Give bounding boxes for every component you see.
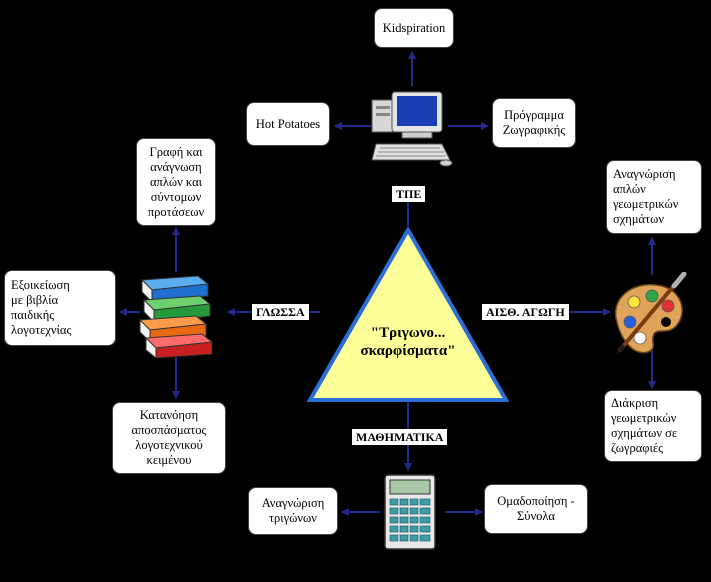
node-katanoisi-line: λογοτεχνικού	[135, 438, 203, 452]
node-exoikeiosi: Εξοικείωση με βιβλία παιδικής λογοτεχνία…	[4, 270, 116, 346]
node-grafi-line: σύντομων	[150, 189, 202, 204]
node-omadopoiisi: Ομαδοποίηση - Σύνολα	[484, 484, 588, 534]
node-anagnorisi-apl-line: απλών	[613, 182, 646, 196]
center-title-line1: "Τριγωνο...	[370, 325, 446, 341]
node-anagnorisi-apl: Αναγνώριση απλών γεωμετρικών σχημάτων	[606, 160, 702, 234]
node-anagnorisi-apl-line: σχημάτων	[613, 212, 664, 226]
node-anagnorisi-apl-line: Αναγνώριση	[613, 167, 676, 181]
node-anagnorisi-tri-line: τριγώνων	[269, 511, 317, 525]
palette-icon	[614, 272, 687, 354]
node-programma-line: Ζωγραφικής	[502, 123, 566, 137]
label-glossa: ΓΛΩΣΣΑ	[252, 304, 309, 320]
node-grafi-line: προτάσεων	[147, 204, 205, 219]
node-exoikeiosi-line: Εξοικείωση	[11, 278, 70, 292]
node-anagnorisi-tri-line: Αναγνώριση	[261, 496, 325, 510]
node-programma-line: Πρόγραμμα	[504, 108, 564, 122]
label-aisth: ΑΙΣΘ. ΑΓΩΓΗ	[482, 304, 569, 320]
center-title: "Τριγωνο... σκαρφίσματα"	[345, 324, 471, 360]
label-math: ΜΑΘΗΜΑΤΙΚΑ	[352, 429, 448, 445]
node-diakrisi-line: ζωγραφιές	[611, 441, 664, 455]
node-kidspiration-text: Kidspiration	[382, 20, 446, 35]
node-exoikeiosi-line: παιδικής	[11, 308, 55, 322]
node-diakrisi: Διάκριση γεωμετρικών σχημάτων σε ζωγραφι…	[604, 390, 702, 462]
node-diakrisi-line: Διάκριση	[611, 396, 659, 410]
node-programma: Πρόγραμμα Ζωγραφικής	[492, 98, 576, 148]
node-anagnorisi-tri: Αναγνώριση τριγώνων	[248, 487, 338, 535]
node-omadopoiisi-line: Ομαδοποίηση -	[497, 494, 575, 508]
node-katanoisi: Κατανόηση αποσπάσματος λογοτεχνικού κειμ…	[112, 402, 226, 474]
node-grafi-line: ανάγνωση	[150, 159, 202, 174]
node-hot-potatoes-text: Hot Potatoes	[255, 116, 321, 131]
node-katanoisi-line: κειμένου	[146, 453, 192, 467]
node-katanoisi-line: Κατανόηση	[139, 408, 199, 422]
center-title-line2: σκαρφίσματα"	[360, 343, 456, 359]
books-icon	[138, 275, 214, 358]
computer-icon	[371, 91, 453, 167]
node-katanoisi-line: αποσπάσματος	[131, 423, 207, 437]
node-grafi-line: απλών και	[149, 174, 203, 189]
label-tpe: ΤΠΕ	[392, 186, 426, 202]
node-diakrisi-line: γεωμετρικών	[611, 411, 677, 425]
calculator-icon	[384, 474, 436, 550]
node-exoikeiosi-line: με βιβλία	[11, 293, 59, 307]
node-exoikeiosi-line: λογοτεχνίας	[11, 323, 72, 337]
node-anagnorisi-apl-line: γεωμετρικών	[613, 197, 679, 211]
central-triangle	[306, 225, 510, 402]
node-grafi: Γραφή και ανάγνωση απλών και σύντομων πρ…	[136, 138, 216, 226]
node-grafi-line: Γραφή και	[149, 144, 203, 159]
node-diakrisi-line: σχημάτων σε	[611, 426, 678, 440]
node-hot-potatoes: Hot Potatoes	[246, 102, 330, 146]
node-omadopoiisi-line: Σύνολα	[517, 509, 555, 523]
node-kidspiration: Kidspiration	[374, 8, 454, 48]
